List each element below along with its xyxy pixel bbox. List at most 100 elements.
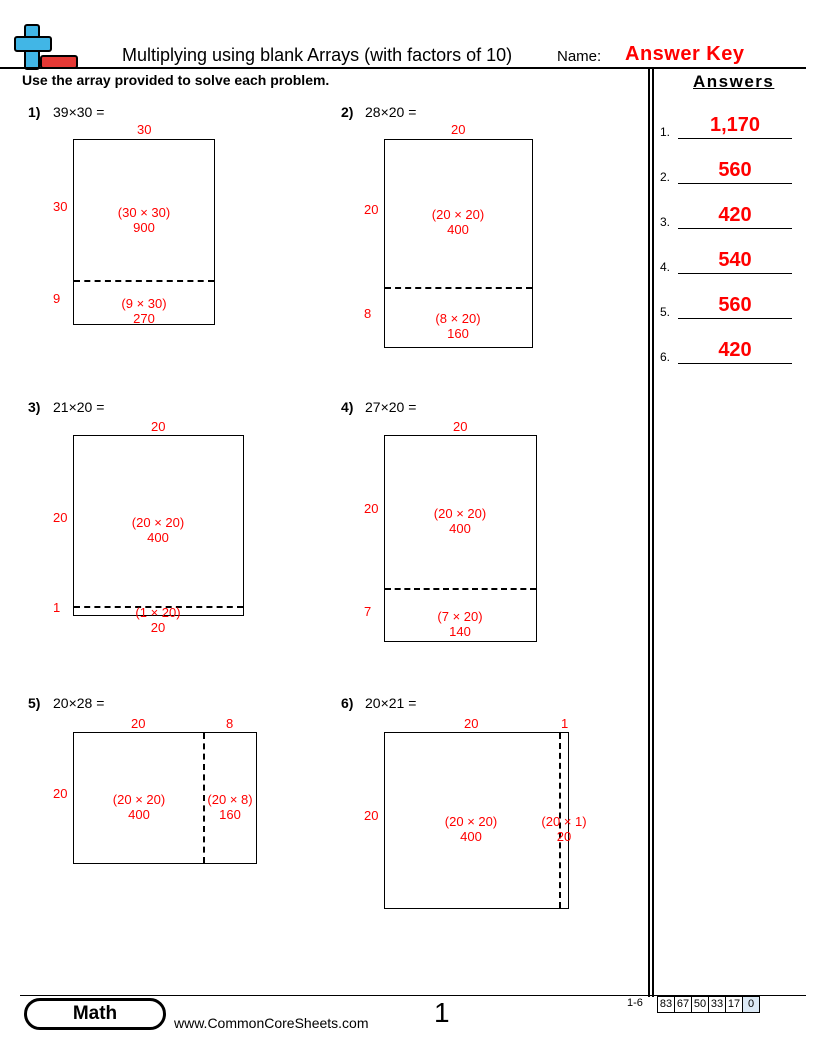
problem-number: 6) — [341, 695, 354, 711]
answer-number: 4. — [660, 260, 671, 274]
array-divider — [74, 280, 214, 282]
answer-number: 5. — [660, 305, 671, 319]
partial-product-value: 160 — [219, 807, 241, 822]
problem-expression: 20×21 = — [365, 695, 417, 711]
footer-rule — [20, 995, 806, 996]
array-top-label: 20 — [151, 419, 166, 434]
array-box — [73, 732, 257, 864]
partial-product-expression: (20 × 20) — [433, 506, 487, 521]
array-box — [384, 139, 533, 348]
partial-product-value: 400 — [460, 829, 482, 844]
problem-number: 1) — [28, 104, 41, 120]
array-box — [73, 139, 215, 325]
problem-expression: 28×20 = — [365, 104, 417, 120]
score-cell: 17 — [725, 996, 743, 1013]
problem-number: 5) — [28, 695, 41, 711]
array-top-label: 1 — [561, 716, 569, 731]
answer-value: 420 — [718, 204, 752, 226]
answer-column-divider — [648, 68, 650, 997]
answer-value: 560 — [718, 159, 752, 181]
array-cell: (20 × 20) 400 — [132, 515, 184, 545]
name-value: Answer Key — [625, 43, 745, 65]
partial-product-value: 160 — [447, 326, 469, 341]
answer-column-divider-inner — [652, 68, 654, 997]
answer-number: 3. — [660, 215, 671, 229]
answer-line — [678, 183, 792, 184]
partial-product-value: 400 — [447, 222, 469, 237]
array-top-label: 30 — [137, 122, 152, 137]
array-cell: (20 × 20) 400 — [113, 792, 165, 822]
answer-value: 540 — [718, 249, 752, 271]
name-label: Name: — [557, 48, 602, 65]
array-cell: (20 × 20) 400 — [432, 207, 484, 237]
array-box — [384, 435, 537, 642]
array-cell: (7 × 20) 140 — [437, 609, 482, 639]
array-cell: (30 × 30) 900 — [118, 205, 170, 235]
page-number: 1 — [434, 997, 450, 1028]
array-cell: (8 × 20) 160 — [435, 311, 480, 341]
logo-plus-horizontal — [14, 36, 52, 52]
answer-line — [678, 228, 792, 229]
array-divider — [385, 588, 536, 590]
score-cell: 83 — [657, 996, 675, 1013]
array-side-label: 20 — [364, 808, 379, 823]
partial-product-expression: (7 × 20) — [437, 609, 483, 624]
answers-heading: Answers — [693, 72, 775, 91]
array-top-label: 20 — [131, 716, 146, 731]
score-table: 83 67 50 33 17 0 — [657, 996, 760, 1013]
answer-line — [678, 363, 792, 364]
answer-line — [678, 273, 792, 274]
score-cell: 0 — [742, 996, 760, 1013]
array-side-label: 20 — [364, 501, 379, 516]
array-side-label: 20 — [364, 202, 379, 217]
problem-expression: 27×20 = — [365, 399, 417, 415]
header-rule — [0, 67, 806, 69]
partial-product-expression: (20 × 20) — [112, 792, 166, 807]
partial-product-value: 270 — [133, 311, 155, 326]
array-side-label: 20 — [53, 510, 68, 525]
answer-value: 560 — [718, 294, 752, 316]
partial-product-value: 140 — [449, 624, 471, 639]
answer-number: 6. — [660, 350, 671, 364]
array-divider — [385, 287, 532, 289]
answer-value: 420 — [718, 339, 752, 361]
partial-product-expression: (20 × 20) — [431, 207, 485, 222]
array-divider — [74, 606, 243, 608]
partial-product-value: 20 — [556, 829, 572, 844]
answer-line — [678, 138, 792, 139]
worksheet-title: Multiplying using blank Arrays (with fac… — [122, 45, 513, 65]
array-box — [384, 732, 569, 909]
partial-product-value: 400 — [147, 530, 169, 545]
problem-number: 2) — [341, 104, 354, 120]
array-divider — [559, 733, 561, 908]
problem-expression: 21×20 = — [53, 399, 105, 415]
score-cell: 50 — [691, 996, 709, 1013]
array-cell: (1 × 20) 20 — [135, 605, 180, 635]
answer-value: 1,170 — [709, 114, 761, 136]
partial-product-expression: (1 × 20) — [135, 605, 181, 620]
score-cell: 33 — [708, 996, 726, 1013]
answer-number: 1. — [660, 125, 671, 139]
array-side-label: 7 — [364, 604, 372, 619]
array-side-label: 30 — [53, 199, 68, 214]
partial-product-value: 400 — [449, 521, 471, 536]
partial-product-value: 900 — [133, 220, 155, 235]
partial-product-expression: (20 × 20) — [444, 814, 498, 829]
array-divider — [203, 733, 205, 863]
partial-product-expression: (9 × 30) — [121, 296, 167, 311]
array-top-label: 20 — [451, 122, 466, 137]
array-top-label: 8 — [226, 716, 234, 731]
instructions: Use the array provided to solve each pro… — [22, 72, 330, 88]
score-cell: 67 — [674, 996, 692, 1013]
array-cell: (20 × 20) 400 — [445, 814, 497, 844]
score-range-label: 1-6 — [627, 997, 643, 1009]
array-side-label: 9 — [53, 291, 61, 306]
website-link[interactable]: www.CommonCoreSheets.com — [174, 1015, 369, 1031]
array-cell: (20 × 8) 160 — [207, 792, 252, 822]
array-side-label: 20 — [53, 786, 68, 801]
array-top-label: 20 — [453, 419, 468, 434]
partial-product-value: 20 — [150, 620, 166, 635]
partial-product-expression: (8 × 20) — [435, 311, 481, 326]
problem-number: 4) — [341, 399, 354, 415]
partial-product-expression: (20 × 20) — [131, 515, 185, 530]
